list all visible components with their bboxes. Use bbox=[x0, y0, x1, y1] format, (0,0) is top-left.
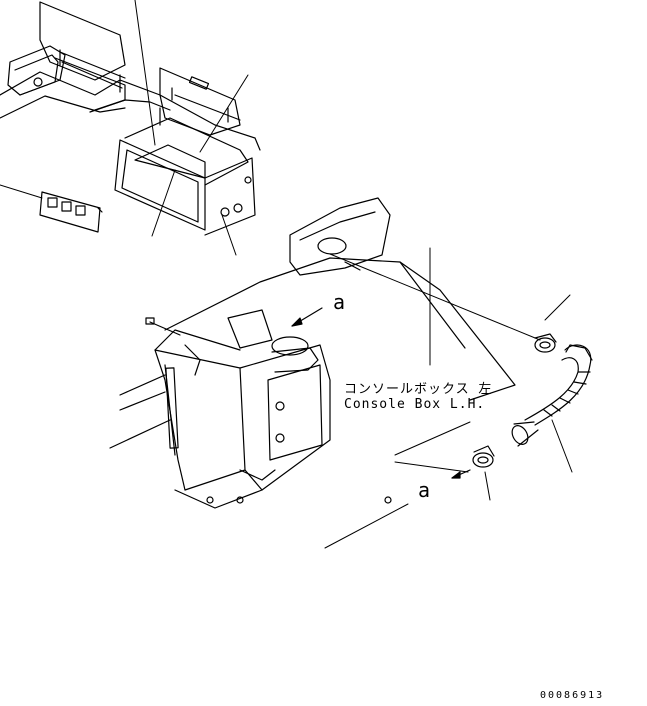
ref-label-a-lower: a bbox=[418, 478, 431, 502]
console-box-label-jp: コンソールボックス 左 bbox=[344, 382, 493, 397]
hose-clamp-lower bbox=[473, 446, 494, 467]
console-box-lh bbox=[110, 198, 515, 508]
flexible-hose bbox=[509, 345, 592, 447]
leader-lines-upper bbox=[0, 0, 248, 255]
drawing-number: 00086913 bbox=[540, 690, 605, 701]
console-box-label-en: Console Box L.H. bbox=[344, 397, 486, 412]
leader-lines-right bbox=[325, 248, 572, 548]
switch-panel bbox=[40, 192, 102, 232]
ref-arrow-lower bbox=[452, 470, 470, 478]
console-top-cover bbox=[0, 2, 260, 235]
hose-clamp-upper bbox=[535, 334, 556, 352]
ref-arrow-upper bbox=[292, 308, 322, 326]
ref-label-a-upper: a bbox=[333, 290, 346, 314]
